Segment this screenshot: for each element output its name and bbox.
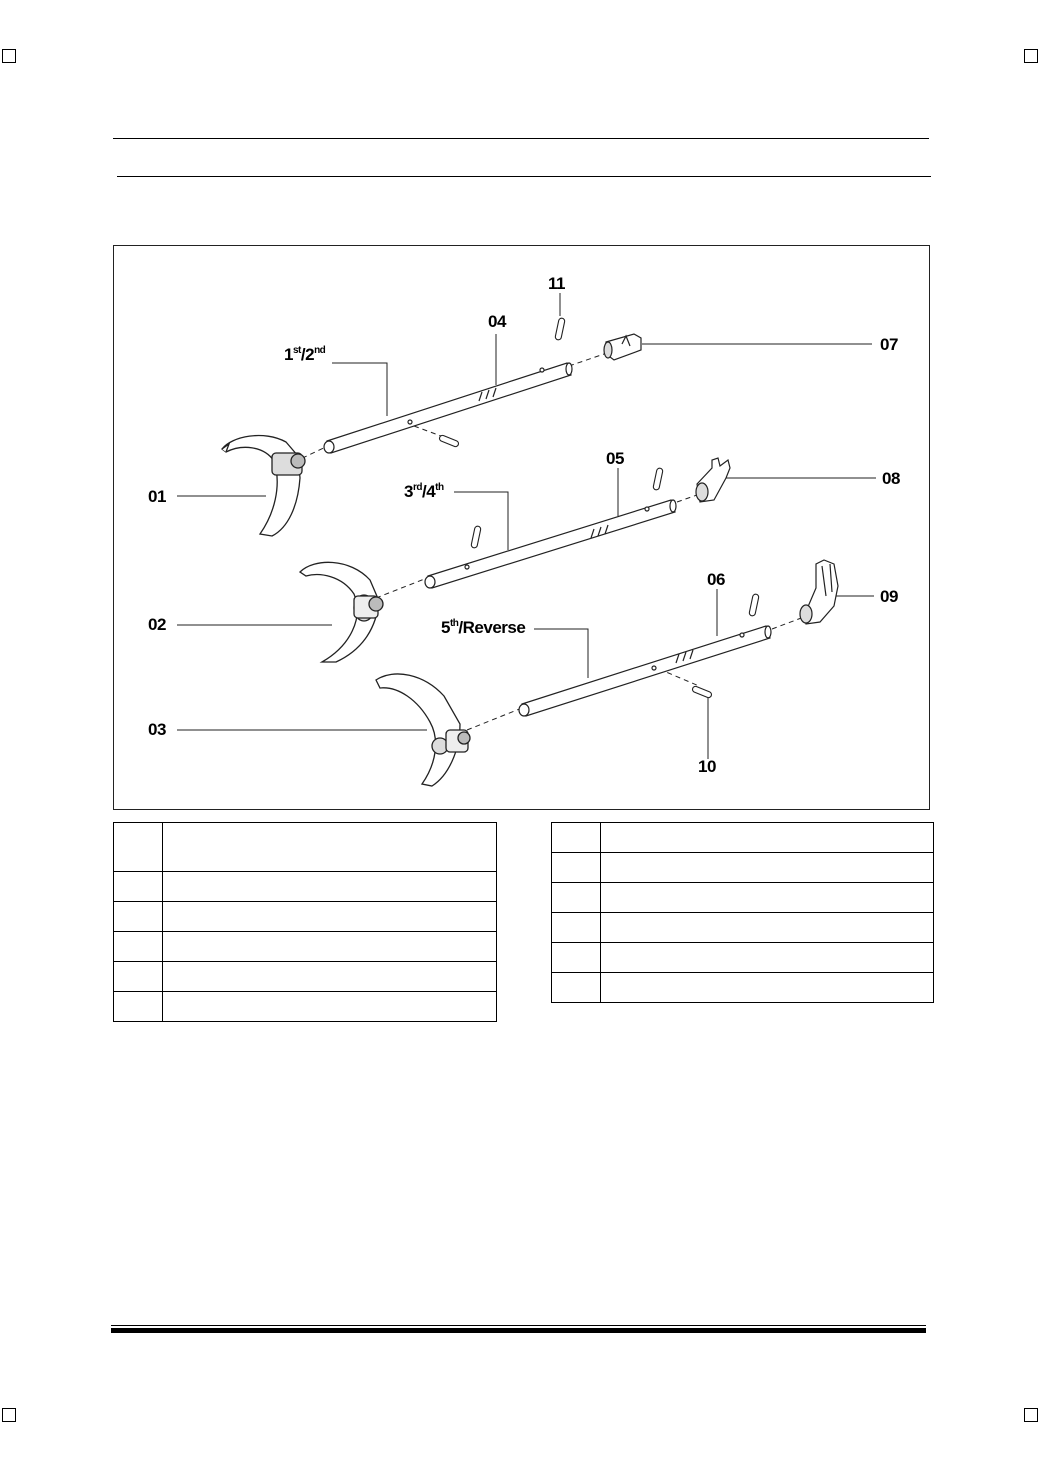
- callout-09: 09: [880, 587, 898, 606]
- callout-08: 08: [882, 469, 900, 488]
- footer-rule-thin: [111, 1325, 926, 1326]
- corner-mark-top-right: [1024, 49, 1038, 63]
- label-rail-1st-2nd-sup2: nd: [314, 345, 326, 356]
- roll-pin-rail-3-a: [748, 593, 760, 617]
- table-cell-number: [113, 901, 163, 932]
- table-row: [113, 901, 497, 932]
- shift-rail-5-reverse: [518, 625, 772, 717]
- label-rail-1st-2nd-sup1: st: [292, 345, 301, 356]
- callout-01: 01: [148, 487, 166, 506]
- label-rail-1st-2nd-mid: /2: [300, 345, 315, 364]
- table-row: [551, 972, 934, 1003]
- label-rail-3rd-4th: 3rd/4th: [404, 482, 444, 501]
- leader-rail-1-2: [332, 362, 388, 416]
- corner-mark-top-left: [2, 49, 16, 63]
- table-cell-number: [551, 912, 601, 943]
- shift-selector-09: [799, 559, 839, 625]
- axis-rail-3-end: [771, 616, 805, 630]
- table-cell-description: [600, 822, 934, 853]
- leader-rail-3-4: [454, 491, 509, 550]
- table-cell-number: [113, 931, 163, 962]
- label-rail-3rd-4th-base: 3: [404, 482, 413, 501]
- table-cell-description: [600, 972, 934, 1003]
- table-cell-description: [600, 942, 934, 973]
- roll-pin-rail-2-b: [652, 467, 664, 491]
- shift-rail-3-4: [424, 499, 677, 589]
- table-row: [113, 871, 497, 902]
- diagram-drawing: [177, 293, 876, 787]
- label-rail-1st-2nd-base: 1: [284, 345, 293, 364]
- table-row: [113, 822, 497, 872]
- table-cell-number: [113, 822, 163, 872]
- label-rail-3rd-4th-sup2: th: [435, 482, 444, 493]
- table-cell-description: [600, 852, 934, 883]
- table-cell-number: [551, 882, 601, 913]
- leader-rail-5: [534, 628, 589, 678]
- shift-fork-02: [298, 561, 384, 663]
- parts-table-left: [113, 822, 497, 1022]
- axis-rail-1-end: [568, 352, 608, 367]
- table-row: [113, 931, 497, 962]
- roll-pin-11: [554, 317, 566, 341]
- table-cell-number: [551, 972, 601, 1003]
- label-rail-5th-reverse-sup: th: [449, 618, 459, 629]
- table-row: [551, 942, 934, 973]
- axis-rail-3: [466, 707, 523, 731]
- table-cell-description: [162, 991, 497, 1022]
- header-rule-top: [113, 138, 929, 139]
- footer-rule-thick: [111, 1328, 926, 1333]
- shift-rail-1-2: [323, 362, 573, 454]
- label-rail-5th-reverse-base: 5: [441, 618, 450, 637]
- table-cell-description: [162, 822, 497, 872]
- parts-table-right: [551, 822, 934, 1003]
- table-cell-number: [113, 961, 163, 992]
- callout-04: 04: [488, 312, 506, 331]
- shift-selector-08: [695, 457, 731, 503]
- roll-pin-10: [691, 685, 713, 699]
- roll-pin-rail-2-a: [470, 525, 482, 549]
- axis-rail-2-end: [676, 494, 698, 503]
- table-cell-number: [551, 822, 601, 853]
- label-rail-1st-2nd: 1st/2nd: [284, 345, 326, 364]
- callout-02: 02: [148, 615, 166, 634]
- label-rail-5th-reverse-rest: /Reverse: [458, 618, 526, 637]
- shift-fork-03: [375, 673, 471, 787]
- table-cell-description: [162, 961, 497, 992]
- corner-mark-bottom-right: [1024, 1408, 1038, 1422]
- header-rule-bottom: [117, 176, 931, 177]
- label-rail-3rd-4th-sup1: rd: [412, 482, 423, 493]
- callout-03: 03: [148, 720, 166, 739]
- axis-pin-rail-3: [658, 668, 700, 687]
- roll-pin-rail-1: [438, 434, 460, 448]
- table-cell-description: [162, 901, 497, 932]
- callout-05: 05: [606, 449, 624, 468]
- table-cell-number: [113, 871, 163, 902]
- callout-06: 06: [707, 570, 725, 589]
- label-rail-5th-reverse: 5th/Reverse: [441, 618, 526, 637]
- label-rail-3rd-4th-mid: /4: [421, 482, 436, 501]
- table-cell-number: [551, 852, 601, 883]
- table-cell-description: [162, 931, 497, 962]
- table-cell-number: [113, 991, 163, 1022]
- table-row: [551, 912, 934, 943]
- shift-fork-01: [221, 434, 306, 537]
- shift-rail-exploded-diagram: 11 04 1st/2nd 07 01 05 3rd/4th 08 06 09 …: [113, 245, 930, 810]
- axis-rail-1: [293, 444, 331, 463]
- table-row: [113, 991, 497, 1022]
- table-row: [551, 882, 934, 913]
- callout-11: 11: [548, 274, 565, 293]
- table-cell-description: [600, 882, 934, 913]
- callout-10: 10: [698, 757, 716, 776]
- shift-selector-07: [603, 333, 642, 361]
- axis-rail-2: [375, 577, 428, 599]
- table-cell-description: [162, 871, 497, 902]
- callout-07: 07: [880, 335, 898, 354]
- table-cell-description: [600, 912, 934, 943]
- table-row: [551, 822, 934, 853]
- table-cell-number: [551, 942, 601, 973]
- table-row: [113, 961, 497, 992]
- corner-mark-bottom-left: [2, 1408, 16, 1422]
- table-row: [551, 852, 934, 883]
